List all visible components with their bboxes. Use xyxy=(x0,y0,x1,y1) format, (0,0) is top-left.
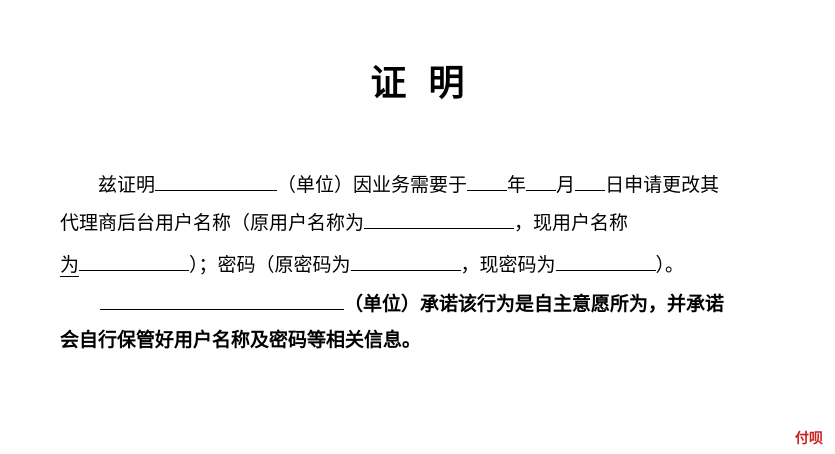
wei-label: 为 xyxy=(60,254,80,277)
current-username-blank[interactable] xyxy=(79,250,190,271)
original-username-label: 代理商后台用户名称（原用户名称为 xyxy=(60,212,365,234)
paragraph1-line2: 代理商后台用户名称（原用户名称为 ，现用户名称 xyxy=(60,208,628,236)
month-label: 月 xyxy=(556,174,576,196)
month-blank[interactable] xyxy=(526,170,557,191)
day-request-text: 日申请更改其 xyxy=(605,174,720,196)
title-char-1: 证 xyxy=(370,62,407,104)
commitment-text: （单位）承诺该行为是自主意愿所为，并承诺 xyxy=(344,293,725,315)
year-label: 年 xyxy=(507,174,527,196)
current-username-label: ，现用户名称 xyxy=(514,212,629,234)
original-password-blank[interactable] xyxy=(350,250,461,271)
day-blank[interactable] xyxy=(575,170,606,191)
paragraph2-line2: 会自行保管好用户名称及密码等相关信息。 xyxy=(60,327,421,353)
commit-unit-blank[interactable] xyxy=(100,289,344,310)
unit-blank[interactable] xyxy=(155,170,278,191)
brand-watermark: 付呗 xyxy=(795,431,823,447)
paragraph1-line3: 为 ）；密码（原密码为 ，现密码为 ）。 xyxy=(60,250,684,278)
paragraph1-line1: 兹证明 （单位）因业务需要于 年 月 日申请更改其 xyxy=(98,170,719,198)
safekeeping-text: 会自行保管好用户名称及密码等相关信息。 xyxy=(60,329,422,351)
unit-reason-text: （单位）因业务需要于 xyxy=(277,174,468,196)
document-title: 证明 xyxy=(0,58,835,108)
original-password-label: ）；密码（原密码为 xyxy=(189,254,351,276)
original-username-blank[interactable] xyxy=(364,208,515,229)
title-char-2: 明 xyxy=(428,62,465,104)
paragraph2-line1: （单位）承诺该行为是自主意愿所为，并承诺 xyxy=(100,289,724,317)
certify-label: 兹证明 xyxy=(98,174,156,196)
year-blank[interactable] xyxy=(467,170,508,191)
closing-paren: ）。 xyxy=(655,254,685,276)
current-password-label: ，现密码为 xyxy=(460,254,556,276)
current-password-blank[interactable] xyxy=(555,250,656,271)
